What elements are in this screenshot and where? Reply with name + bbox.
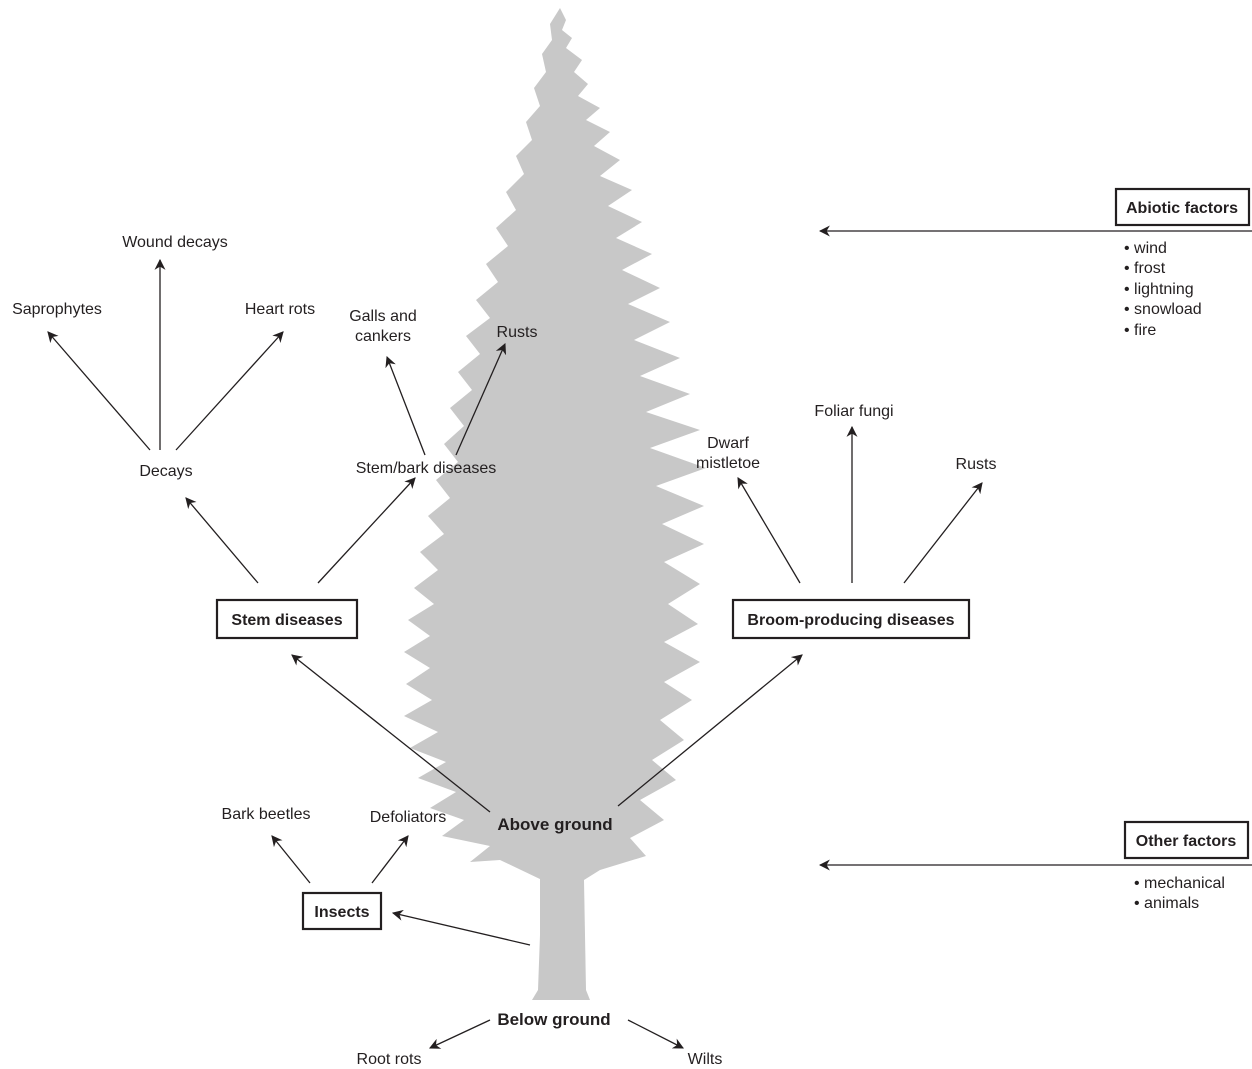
other-factors-label: Other factors xyxy=(1136,833,1237,850)
abiotic-item-lightning: • lightning xyxy=(1124,281,1194,298)
bark-beetles-label: Bark beetles xyxy=(222,806,311,823)
insects-box xyxy=(301,891,383,931)
wound-decays-label: Wound decays xyxy=(122,234,228,251)
arrow-to-stem-bark-diseases xyxy=(317,477,416,584)
abiotic-item-frost: • frost xyxy=(1124,260,1166,277)
arrow-to-decays xyxy=(185,497,259,584)
arrow-to-bark-beetles xyxy=(271,835,311,884)
stem-diseases-label: Stem diseases xyxy=(231,612,342,629)
stem-rusts-label: Rusts xyxy=(497,324,538,341)
other-item-animals: • animals xyxy=(1134,895,1199,912)
insects-label: Insects xyxy=(314,904,369,921)
broom-producing-diseases-box xyxy=(731,598,971,640)
foliar-fungi-label: Foliar fungi xyxy=(814,403,893,420)
arrow-to-stem-diseases xyxy=(291,654,491,813)
abiotic-factors-box xyxy=(1114,187,1251,227)
galls-and-cankers-label-line2: cankers xyxy=(355,328,411,345)
arrow-to-dwarf-mistletoe xyxy=(737,477,801,584)
arrow-to-insects xyxy=(391,909,531,946)
below-ground-label: Below ground xyxy=(497,1010,610,1029)
saprophytes-label: Saprophytes xyxy=(12,301,102,318)
arrow-to-root-rots xyxy=(429,1019,491,1049)
other-factors-box xyxy=(1123,820,1250,860)
stem-diseases-box xyxy=(215,598,359,640)
arrow-to-stem-rusts xyxy=(455,342,507,456)
stem-bark-diseases-label: Stem/bark diseases xyxy=(356,460,497,477)
broom-rusts-label: Rusts xyxy=(956,456,997,473)
arrow-to-galls-cankers xyxy=(385,355,426,456)
galls-and-cankers-label-line1: Galls and xyxy=(349,308,417,325)
decays-label: Decays xyxy=(139,463,192,480)
abiotic-factors-label: Abiotic factors xyxy=(1126,200,1238,217)
connector-arrows xyxy=(47,225,1252,1049)
broom-producing-diseases-label: Broom-producing diseases xyxy=(747,612,954,629)
arrow-to-wilts xyxy=(627,1019,684,1049)
abiotic-item-fire: • fire xyxy=(1124,322,1156,339)
above-ground-label: Above ground xyxy=(497,815,612,834)
heart-rots-label: Heart rots xyxy=(245,301,315,318)
root-rots-label: Root rots xyxy=(357,1051,422,1068)
dwarf-mistletoe-label-line1: Dwarf xyxy=(707,435,749,452)
abiotic-item-wind: • wind xyxy=(1124,240,1167,257)
defoliators-label: Defoliators xyxy=(370,809,446,826)
arrow-to-heart-rots xyxy=(175,331,284,451)
conifer-tree-illustration xyxy=(404,8,706,1000)
other-item-mechanical: • mechanical xyxy=(1134,875,1225,892)
arrow-to-saprophytes xyxy=(47,331,151,451)
abiotic-item-snowload: • snowload xyxy=(1124,301,1202,318)
wilts-label: Wilts xyxy=(688,1051,723,1068)
arrow-to-broom-diseases xyxy=(617,654,803,807)
dwarf-mistletoe-label-line2: mistletoe xyxy=(696,455,760,472)
arrow-to-defoliators xyxy=(371,835,409,884)
arrow-to-broom-rusts xyxy=(903,482,983,584)
